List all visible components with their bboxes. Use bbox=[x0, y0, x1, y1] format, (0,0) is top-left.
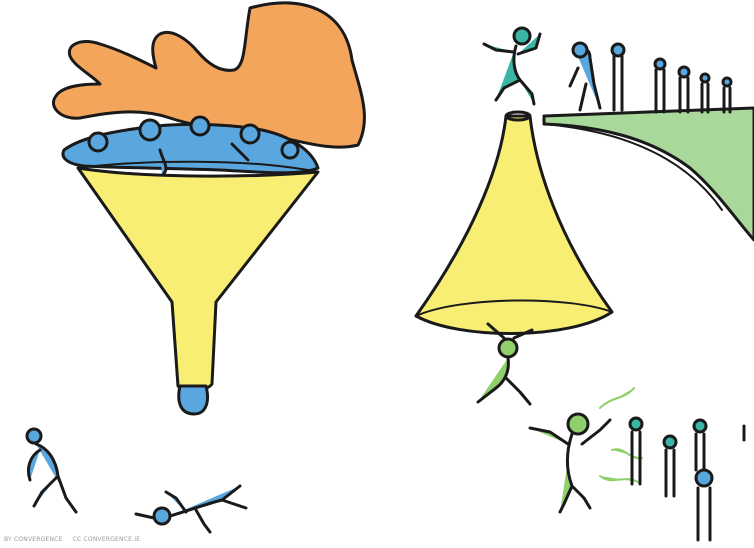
jumping-person bbox=[484, 28, 540, 104]
queue-people bbox=[570, 43, 731, 112]
credit-left: BY CONVERGENCE bbox=[4, 536, 63, 543]
ramp-graphic bbox=[544, 108, 754, 240]
funnel-right bbox=[416, 112, 612, 334]
funnel-left bbox=[78, 162, 318, 391]
cheering-person bbox=[530, 388, 642, 512]
credit-line: BY CONVERGENCE CC CONVERGENCE.IE bbox=[4, 536, 148, 543]
fallen-person-2 bbox=[136, 486, 246, 532]
credit-right: CC CONVERGENCE.IE bbox=[73, 536, 141, 543]
standing-people bbox=[630, 418, 744, 540]
fallen-person-1 bbox=[27, 429, 76, 512]
emerging-person bbox=[478, 324, 532, 404]
drip-blue bbox=[179, 386, 208, 414]
